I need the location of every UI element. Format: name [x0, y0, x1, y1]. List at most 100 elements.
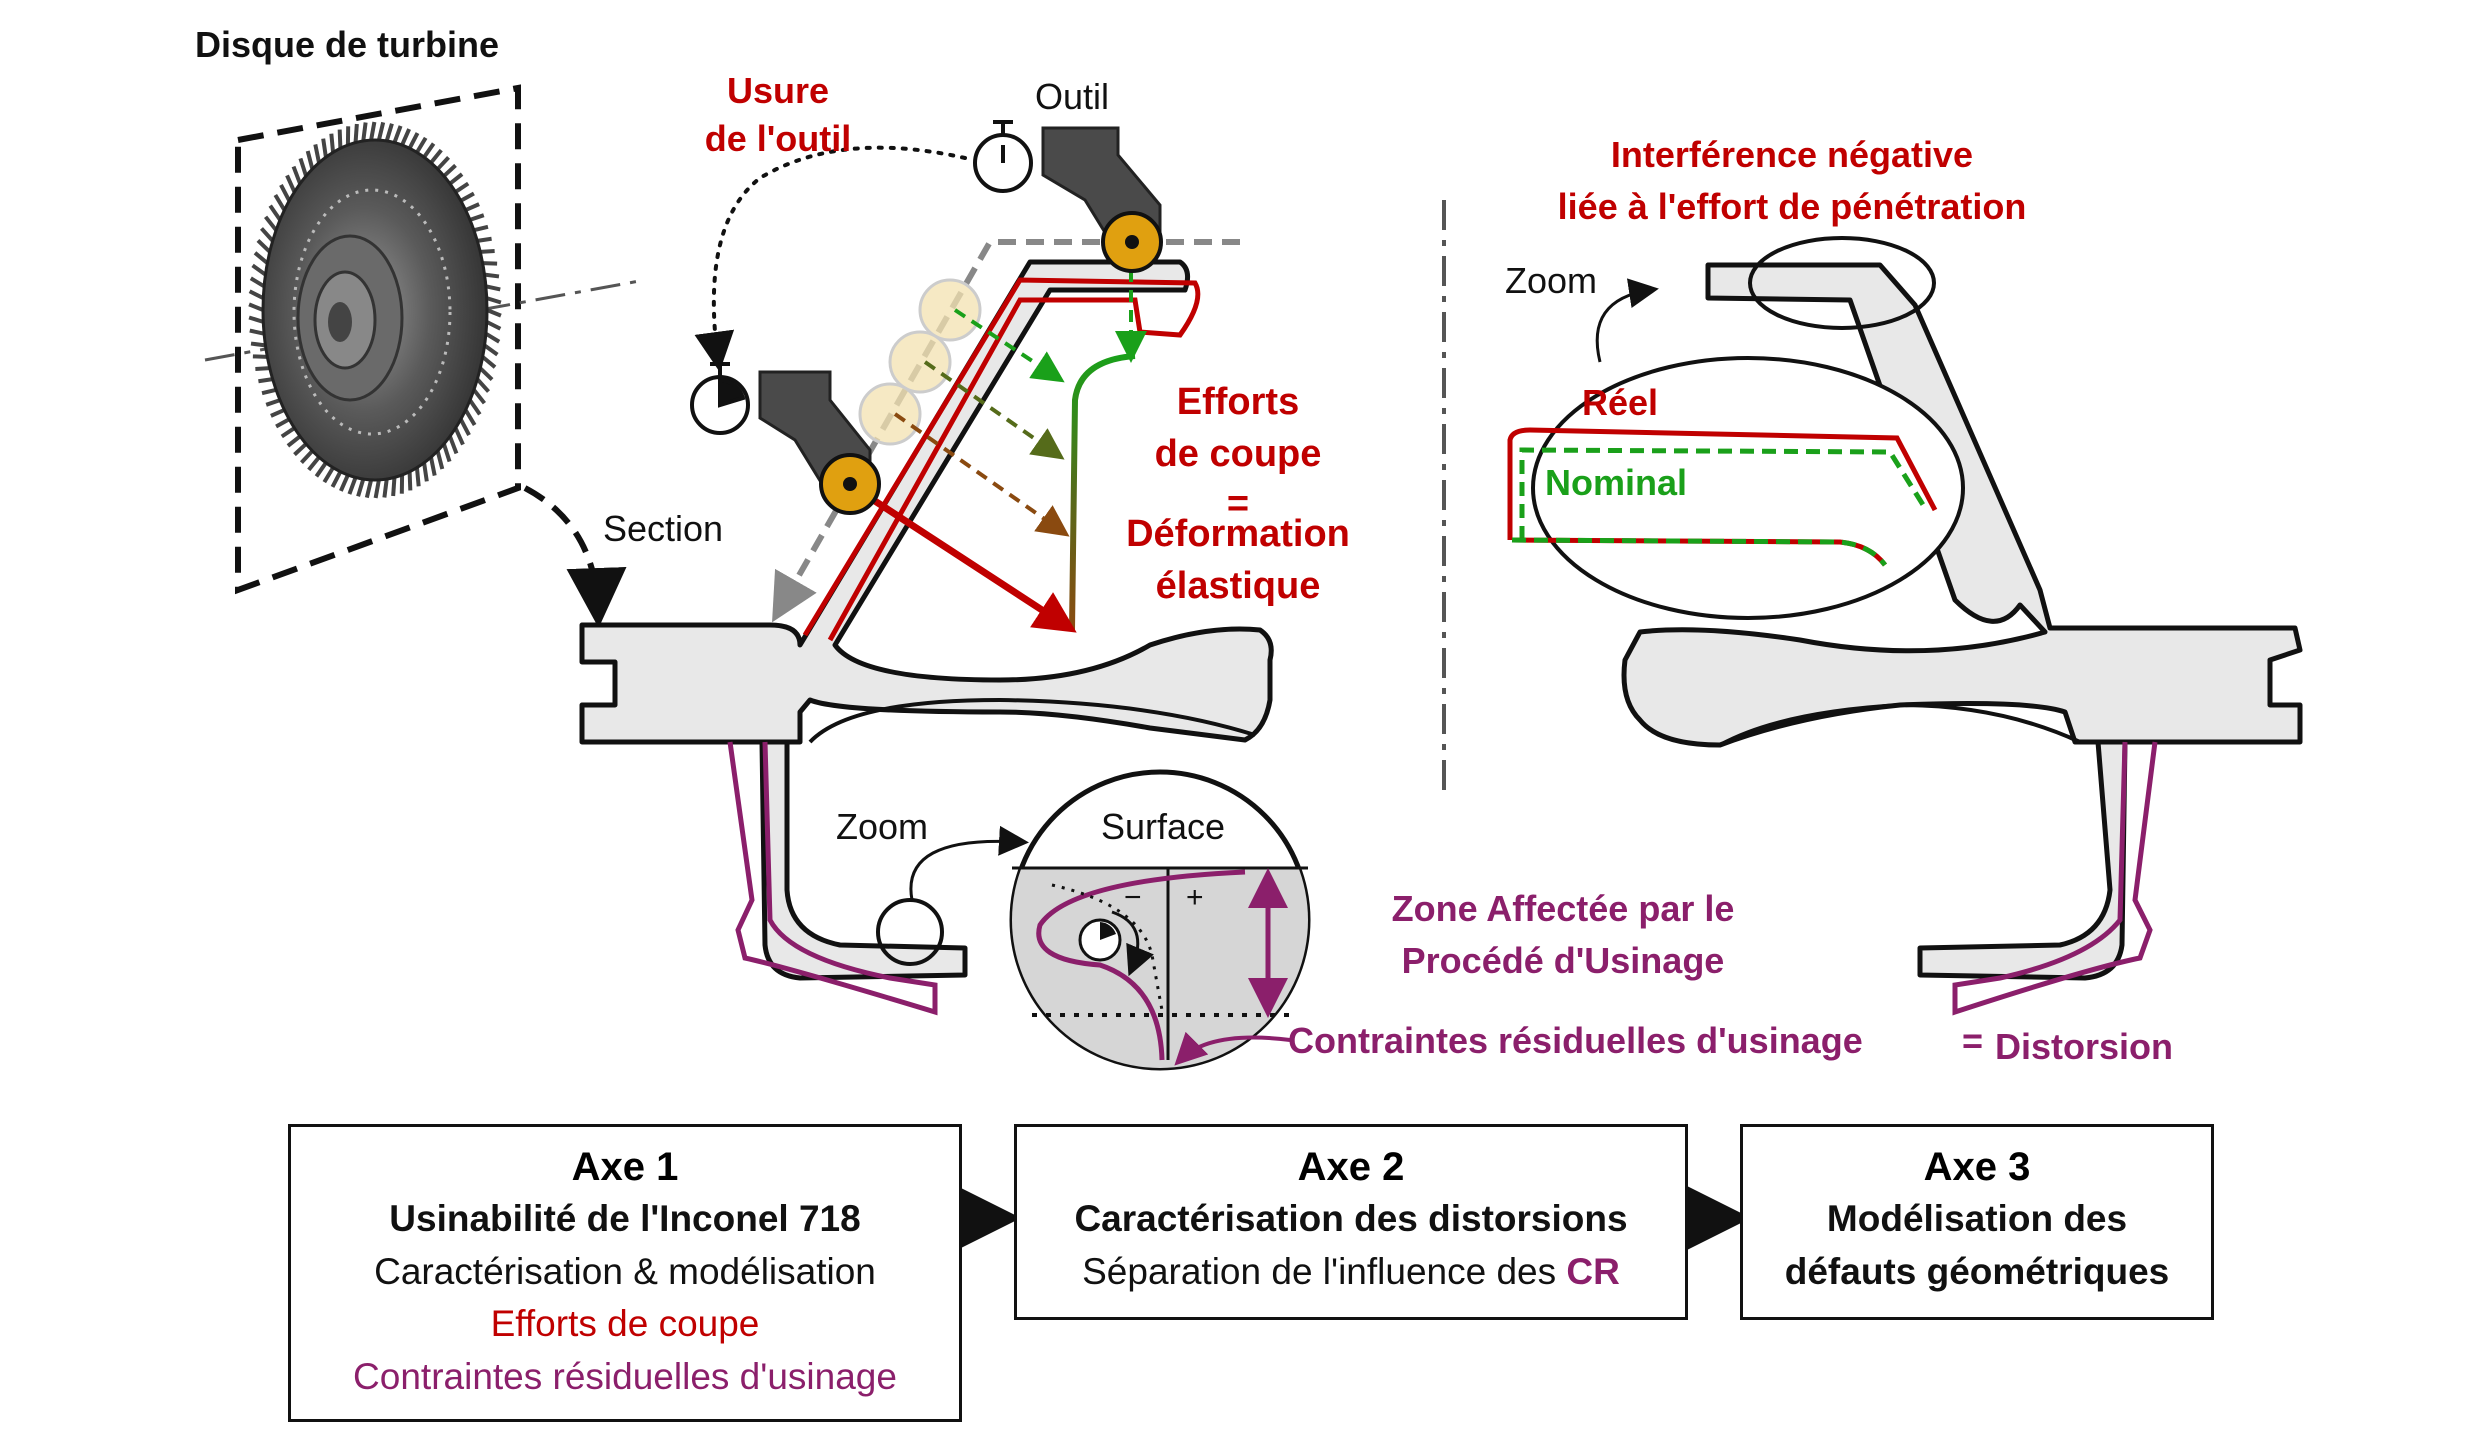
- disk-blade: [321, 138, 328, 158]
- plus-sign: +: [1186, 881, 1204, 914]
- zoom-right-label: Zoom: [1505, 260, 1598, 301]
- disk-blade: [249, 276, 266, 289]
- disk-blade: [477, 236, 492, 243]
- disk-blade: [353, 123, 359, 143]
- disk-blade: [356, 478, 366, 497]
- affected-zone-1: Zone Affectée par le: [1391, 888, 1735, 929]
- cutting-forces-2: de coupe: [1154, 433, 1322, 475]
- disk-blade: [453, 427, 465, 446]
- disk-blade: [299, 449, 314, 465]
- zoom-bottom-label: Zoom: [836, 806, 929, 847]
- disk-blade: [248, 315, 264, 324]
- nominal-label: Nominal: [1545, 462, 1688, 503]
- disk-blade: [298, 157, 308, 177]
- disk-blade: [261, 387, 277, 396]
- disk-blade: [485, 284, 501, 292]
- disk-blade: [448, 172, 464, 186]
- disk-blade: [422, 142, 436, 159]
- disk-blade: [414, 467, 421, 487]
- equals-sign: =: [1962, 1020, 1984, 1061]
- axis-2-line-2-text: Séparation de l'influence des: [1082, 1250, 1557, 1292]
- disk-blade: [347, 476, 358, 495]
- disk-blade: [415, 136, 428, 154]
- axis-2-cr: CR: [1566, 1250, 1620, 1292]
- disk-blade: [305, 150, 315, 170]
- cutting-forces-4: Déformation: [1126, 513, 1350, 555]
- disk-blade: [435, 450, 445, 470]
- disk-blade: [459, 191, 475, 203]
- turbine-disk-icon: [204, 84, 646, 595]
- axis-2-line-1: Caractérisation des distorsions: [1074, 1198, 1628, 1239]
- disk-blade: [361, 122, 368, 142]
- cutting-forces-5: élastique: [1155, 565, 1321, 607]
- axis-1-line-4: Contraintes résiduelles d'usinage: [353, 1355, 897, 1397]
- disk-blade: [286, 434, 302, 448]
- disk-blade: [407, 132, 420, 150]
- axis-1-box: Axe 1 Usinabilité de l'Inconel 718 Carac…: [288, 1124, 962, 1422]
- disk-blade: [314, 461, 328, 478]
- disk-blade: [265, 398, 281, 407]
- tool-wear-label-2: de l'outil: [704, 118, 852, 159]
- disk-blade: [469, 213, 485, 222]
- disk-blade: [481, 355, 497, 369]
- disk-blade: [483, 343, 499, 357]
- disk-blade: [279, 183, 291, 202]
- disk-blade: [322, 466, 335, 484]
- axis-1-line-1: Usinabilité de l'Inconel 718: [389, 1198, 861, 1239]
- real-label: Réel: [1582, 382, 1659, 423]
- distorted-profile-right: [1952, 741, 2158, 1016]
- disk-blade: [475, 377, 491, 393]
- disk-blade: [429, 456, 437, 476]
- disk-blade: [275, 417, 291, 429]
- disk-blade: [268, 204, 282, 222]
- affected-zone-2: Procédé d'Usinage: [1401, 940, 1725, 981]
- disk-blade: [485, 320, 502, 331]
- tool-label: Outil: [1035, 76, 1110, 117]
- stopwatch-icon: [690, 120, 1033, 435]
- disk-blade: [429, 148, 443, 165]
- tool-wear-positions: [858, 278, 982, 446]
- disk-blade: [307, 455, 321, 472]
- disk-blade: [400, 128, 411, 146]
- disk-blade: [478, 366, 494, 382]
- axis-1-line-3: Efforts de coupe: [490, 1303, 760, 1345]
- disk-blade: [473, 224, 489, 233]
- disk-blade: [280, 426, 296, 439]
- neg-interference-1: Interférence négative: [1610, 134, 1974, 175]
- disk-blade: [382, 478, 389, 498]
- disk-blade: [442, 163, 457, 178]
- disk-blade: [255, 366, 270, 371]
- disk-blade: [291, 165, 302, 185]
- disk-section-left: [579, 259, 1274, 981]
- disk-blade: [293, 442, 308, 457]
- section-label: Section: [603, 508, 724, 549]
- surface-label: Surface: [1100, 806, 1226, 847]
- axis-3-line-1: Modélisation des: [1826, 1198, 2128, 1239]
- disk-blade: [454, 181, 470, 194]
- disk-blade: [484, 331, 501, 344]
- disk-blade: [392, 125, 403, 144]
- disk-blade: [480, 249, 495, 254]
- cutting-forces-1: Efforts: [1176, 381, 1300, 423]
- neg-interference-2: liée à l'effort de pénétration: [1557, 186, 2027, 227]
- disk-blade: [442, 443, 452, 463]
- axis-3-line-2: défauts géométriques: [1784, 1250, 2170, 1292]
- disk-blade: [273, 193, 287, 212]
- disk-blade: [313, 144, 321, 164]
- disk-blade: [464, 202, 480, 212]
- disk-blade: [264, 215, 278, 232]
- axis-1-line-2: Caractérisation & modélisation: [374, 1250, 876, 1292]
- disk-blade: [337, 129, 343, 149]
- disk-blade: [486, 308, 502, 318]
- disk-blade: [330, 470, 343, 488]
- section-arrow: [523, 485, 627, 628]
- residual-stresses-label: Contraintes résiduelles d'usinage: [1288, 1020, 1863, 1061]
- negative-interference-zoom: [1507, 356, 1965, 620]
- disk-blade: [329, 133, 336, 153]
- disk-blade: [369, 121, 377, 141]
- disk-blade: [248, 302, 264, 312]
- disk-blade: [422, 462, 429, 482]
- axis-2-box: Axe 2 Caractérisation des distorsions Sé…: [1014, 1124, 1688, 1320]
- disk-blade: [484, 272, 500, 279]
